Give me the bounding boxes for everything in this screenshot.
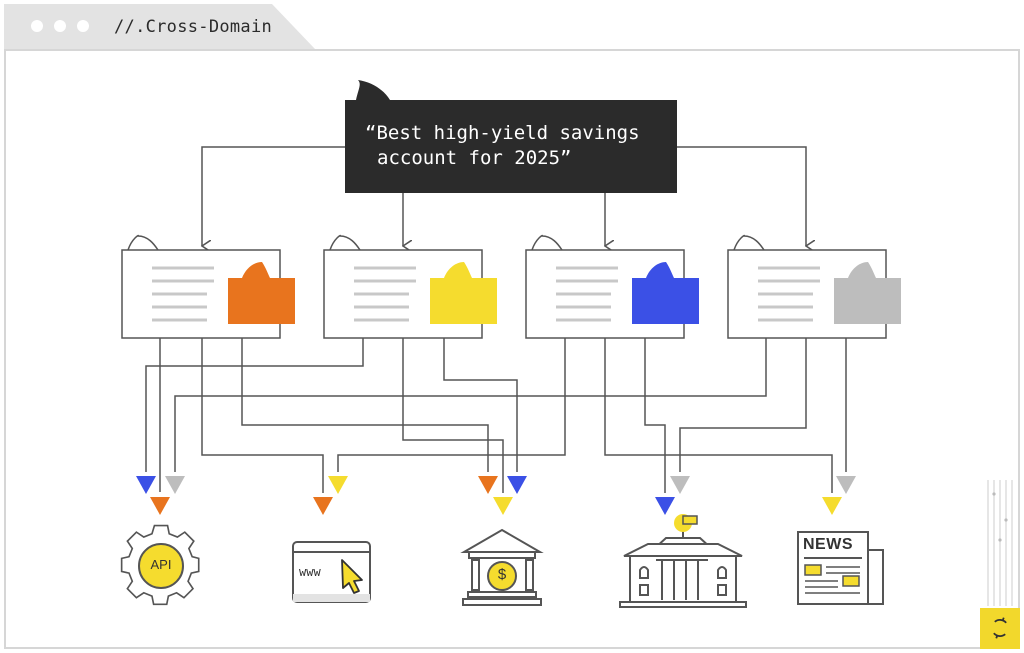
result-card-4-accent	[834, 262, 901, 324]
corner-refresh-button[interactable]	[980, 608, 1020, 649]
window-dot-2	[54, 20, 66, 32]
arrow-yellow-www	[328, 476, 348, 494]
side-lines	[987, 480, 1013, 606]
query-bubble-tail	[356, 80, 390, 100]
result-card-1-accent	[228, 262, 295, 324]
dollar-label: $	[497, 566, 507, 583]
arrow-gray-api	[165, 476, 185, 494]
query-bubble	[345, 100, 677, 193]
arrowheads	[136, 476, 856, 515]
arrow-yellow-bank	[493, 497, 513, 515]
search-query-line-1: “Best high-yield savings	[365, 122, 640, 144]
result-card-2-accent	[430, 262, 497, 324]
search-query: “Best high-yield savings account for 202…	[345, 100, 677, 193]
window-dot-3	[77, 20, 89, 32]
result-card-2	[323, 234, 497, 339]
arrow-orange-www	[313, 497, 333, 515]
arrow-orange-api	[150, 497, 170, 515]
newspaper-icon	[797, 531, 884, 605]
www-label: www	[299, 565, 321, 579]
bank-dollar-icon	[460, 528, 544, 606]
window-title: //.Cross-Domain	[114, 17, 273, 37]
window-dots	[31, 20, 89, 32]
government-building-icon	[619, 514, 747, 608]
refresh-cross-icon	[993, 617, 1007, 639]
arrow-blue-api	[136, 476, 156, 494]
query-connectors	[202, 146, 806, 246]
arrow-blue-bank	[507, 476, 527, 494]
arrow-blue-gov	[655, 497, 675, 515]
result-card-4	[727, 234, 901, 339]
window-dot-1	[31, 20, 43, 32]
arrow-yellow-news	[822, 497, 842, 515]
arrow-gray-news	[836, 476, 856, 494]
api-label: API	[150, 557, 172, 572]
side-line-dots	[992, 492, 1008, 542]
routing-lines	[145, 338, 847, 493]
arrow-orange-bank	[478, 476, 498, 494]
arrow-gray-gov	[670, 476, 690, 494]
result-card-1	[121, 234, 295, 339]
result-card-3-accent	[632, 262, 699, 324]
search-query-line-2: account for 2025”	[377, 147, 572, 169]
browser-tab	[4, 4, 315, 49]
result-card-3	[525, 234, 699, 339]
news-label: NEWS	[803, 536, 853, 553]
api-gear-icon	[120, 524, 200, 606]
browser-cursor-icon	[292, 541, 371, 603]
